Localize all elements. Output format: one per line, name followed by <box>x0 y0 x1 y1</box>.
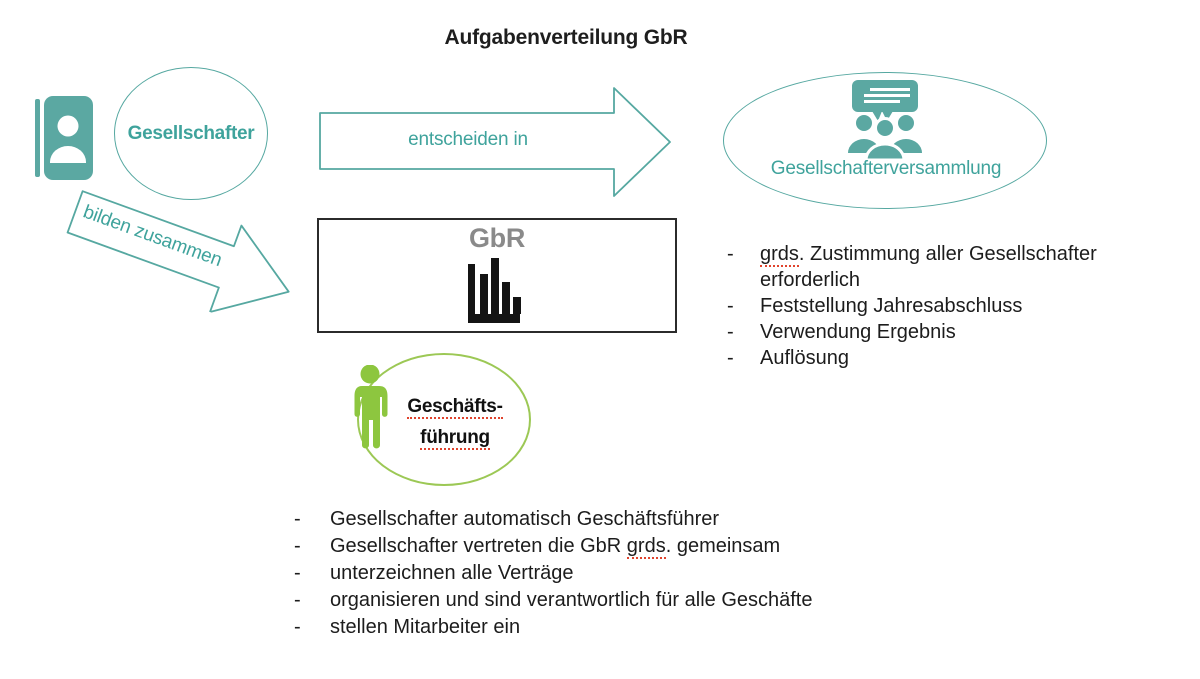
person-icon <box>354 365 388 449</box>
contact-card-icon <box>35 96 93 180</box>
gesellschafter-label: Gesellschafter <box>127 122 255 144</box>
list-item: - Auflösung <box>727 347 849 369</box>
geschaeftsfuehrung-ellipse <box>357 353 531 486</box>
bar-chart-icon <box>468 258 521 323</box>
bullet-dash: - <box>294 535 301 557</box>
geschaeftsfuehrung-label-line1: Geschäfts- <box>407 396 503 419</box>
list-item: - grds. Zustimmung aller Gesellschafter … <box>727 243 1097 291</box>
versammlung-ellipse <box>723 72 1047 209</box>
bilden-arrow-shape <box>66 190 290 313</box>
list-item: - organisieren und sind verantwortlich f… <box>294 587 949 614</box>
spellcheck-word: grds <box>760 243 799 267</box>
list-item: - Gesellschafter vertreten die GbR grds.… <box>294 533 949 560</box>
list-item: - Feststellung Jahresabschluss <box>727 295 1023 317</box>
entscheiden-arrow-label: entscheiden in <box>408 129 528 150</box>
bullet-dash: - <box>727 347 734 369</box>
gbr-box: GbR <box>317 218 677 333</box>
list-item: - unterzeichnen alle Verträge <box>294 560 949 587</box>
bullet-dash: - <box>294 589 301 611</box>
list-item: - Gesellschafter automatisch Geschäftsfü… <box>294 506 949 533</box>
versammlung-label: Gesellschafterversammlung <box>770 158 1002 179</box>
bullet-dash: - <box>294 616 301 638</box>
meeting-icon <box>848 80 922 160</box>
geschaeftsfuehrung-label-line2: führung <box>420 427 490 450</box>
slide-title: Aufgabenverteilung GbR <box>444 26 688 49</box>
gbr-label: GbR <box>468 223 526 253</box>
list-item: - Verwendung Ergebnis <box>727 321 956 343</box>
geschaeftsfuehrung-task-list: - Gesellschafter automatisch Geschäftsfü… <box>294 506 949 641</box>
bilden-arrow: bilden zusammen <box>57 166 311 337</box>
versammlung-task-list: - grds. Zustimmung aller Gesellschafter … <box>727 241 1151 371</box>
spellcheck-word: grds <box>626 535 666 559</box>
geschaeftsfuehrung-label: Geschäfts- führung <box>380 391 530 453</box>
bullet-dash: - <box>294 508 301 530</box>
gesellschafter-ellipse: Gesellschafter <box>114 67 268 200</box>
bullet-dash: - <box>727 321 734 343</box>
list-item: - stellen Mitarbeiter ein <box>294 614 949 641</box>
bullet-dash: - <box>727 295 734 317</box>
bullet-dash: - <box>727 243 734 265</box>
bullet-dash: - <box>294 562 301 584</box>
entscheiden-arrow <box>319 87 671 197</box>
